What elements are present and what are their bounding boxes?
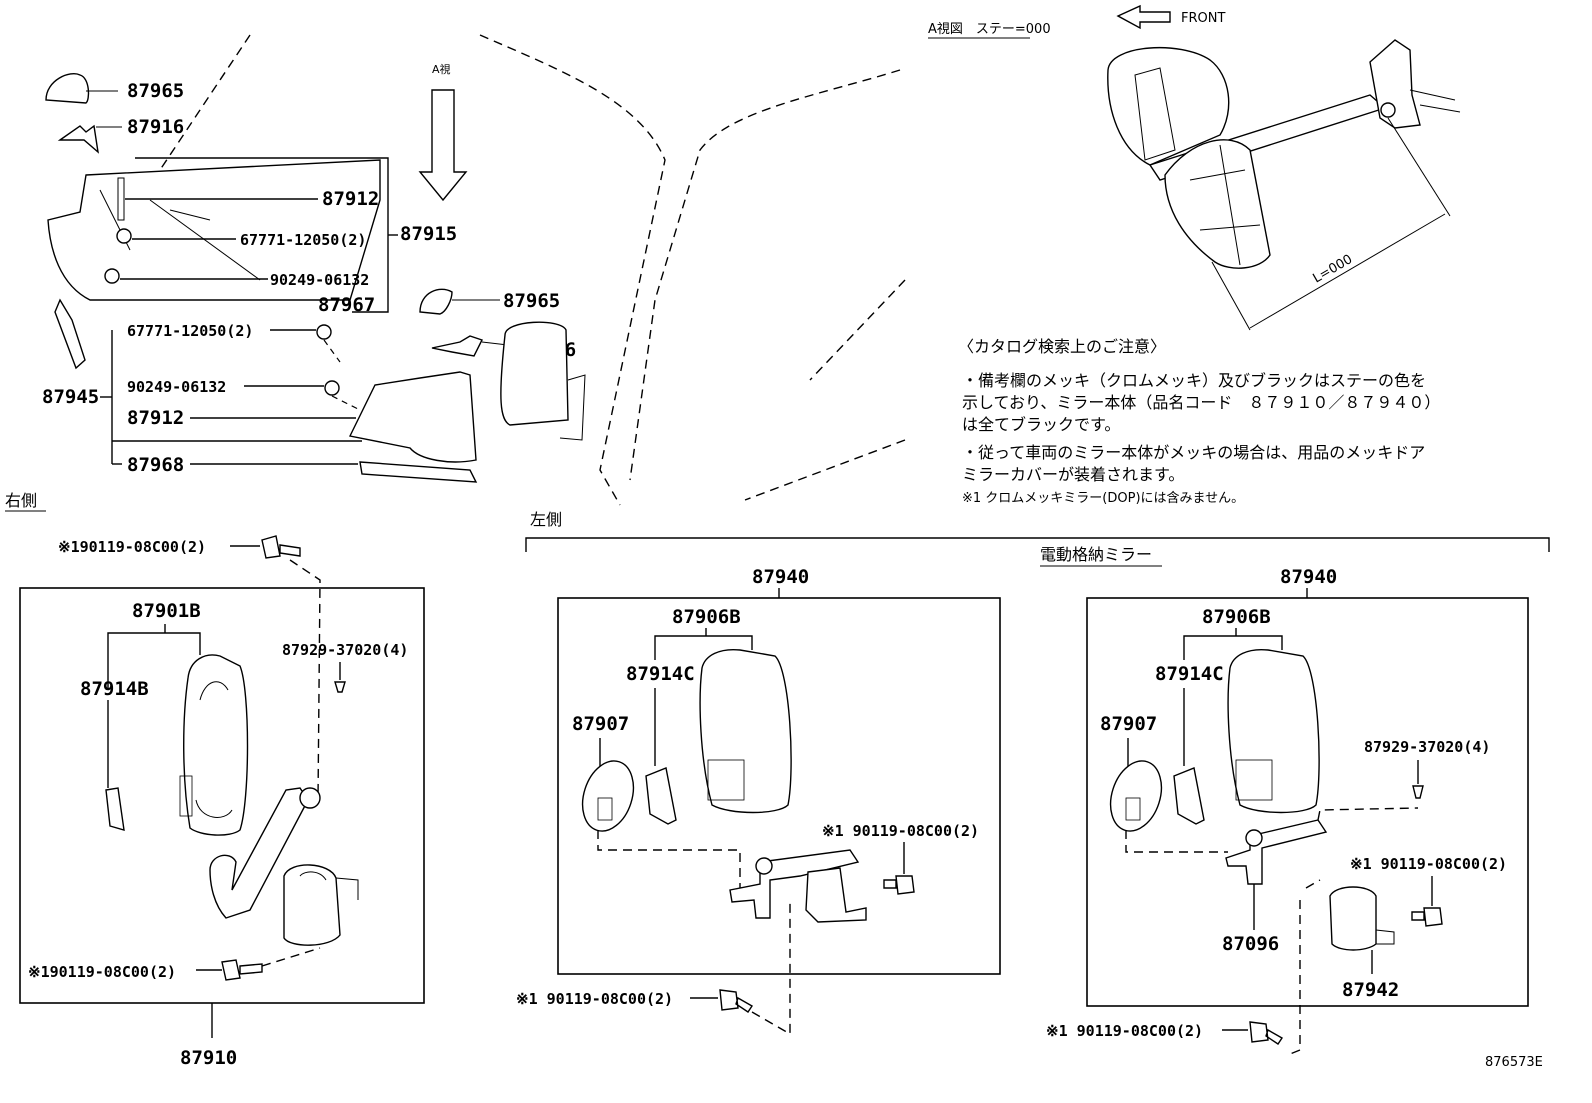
mirror-stay-part [1225,819,1328,885]
right-side-section: 右側 ※190119-08C00(2) 87901B 87914B 87929-… [5,491,425,1069]
mirror-cap-part [419,288,453,315]
mirror-cover-part [1173,767,1205,825]
mirror-cap-part [45,73,90,104]
label-87965-mid: 87965 [503,290,560,312]
mirror-glass-part [581,760,635,832]
label-87907-b: 87907 [1100,713,1157,735]
mirror-base-part [805,867,867,923]
notes-line-6: ※1 クロムメッキミラー(DOP)には含みません。 [962,490,1244,506]
label-87914b: 87914B [80,678,149,700]
view-a-arrow [418,89,468,202]
label-87906b-b: 87906B [1202,606,1271,628]
label-87929-b: 87929-37020(4) [1364,738,1490,756]
label-87912-top: 87912 [322,188,379,210]
length-label: L=000 [1311,252,1356,286]
rivet-part [316,324,332,340]
mirror-cover-part [645,767,677,825]
left-assembly-a: 87940 87906B 87914C 87907 ※1 90119-08C00… [516,566,1001,1036]
label-87965-top: 87965 [127,80,184,102]
mirror-body-part [1227,648,1320,814]
view-a-title: A視図 ステー=000 [928,22,1051,37]
label-87940-b: 87940 [1280,566,1337,588]
label-87914c-b: 87914C [1155,663,1224,685]
power-fold-label: 電動格納ミラー [1040,545,1152,564]
notes-line-3: は全てブラックです。 [962,415,1120,434]
mirror-lower-part [1164,139,1271,269]
label-87907-a: 87907 [572,713,629,735]
catalog-notes: 〈カタログ検索上のご注意〉 ・備考欄のメッキ（クロムメッキ）及びブラックはステー… [958,337,1440,506]
label-67771-mid: 67771-12050(2) [127,322,253,340]
mirror-base-part [283,864,341,946]
label-67771-top: 67771-12050(2) [240,231,366,249]
screw-part [324,380,340,396]
notes-line-4: ・従って車両のミラー本体がメッキの場合は、用品のメッキドア [962,443,1425,462]
view-a-arrow-label: A視 [432,62,451,76]
right-side-label: 右側 [5,491,37,510]
screw-part [104,268,120,284]
mirror-body-part [699,648,792,814]
top-mid-cluster: A視 87965 87916 67771-12050(2) 90249-0613… [42,62,586,483]
left-side-section: 左側 電動格納ミラー 87940 87906B 87914C 87907 ※1 … [516,510,1550,1055]
left-assembly-b: 87940 87906B 87914C 87907 87929-37020(4)… [1046,566,1529,1055]
top-left-cluster: 87965 87916 87912 87915 67771-12050(2) 9… [45,34,906,506]
label-87096: 87096 [1222,933,1279,955]
mirror-glass-part [1109,760,1163,832]
label-87940-a: 87940 [752,566,809,588]
label-87929-right: 87929-37020(4) [282,641,408,659]
mirror-stay-part [209,787,309,919]
bolt-label-inner-b: ※1 90119-08C00(2) [1350,855,1507,873]
bolt-part [221,959,263,981]
bolt-part [883,875,915,895]
label-87914c-a: 87914C [626,663,695,685]
bolt-part [1411,907,1443,927]
mirror-housing-part [47,159,381,301]
bolt-label-inner-a: ※1 90119-08C00(2) [822,822,979,840]
diagram-id: 876573E [1485,1055,1543,1070]
bolt-part [261,535,301,559]
notes-line-2: 示しており、ミラー本体（品名コード ８７９１０／８７９４０） [962,393,1440,412]
label-87916-top: 87916 [127,116,184,138]
bolt-label-bottom: ※190119-08C00(2) [28,963,176,981]
notes-line-1: ・備考欄のメッキ（クロムメッキ）及びブラックはステーの色を [962,371,1426,390]
label-90249-mid: 90249-06132 [127,378,226,396]
rivet-part [116,228,132,244]
label-87915: 87915 [400,223,457,245]
bolt-label-outer-b: ※1 90119-08C00(2) [1046,1022,1203,1040]
notes-title: 〈カタログ検索上のご注意〉 [958,337,1166,356]
clip-part [57,124,99,154]
label-87968: 87968 [127,454,184,476]
bolt-part [719,989,753,1013]
mirror-housing-part [500,321,569,426]
left-assembly-b-box [1086,597,1529,1007]
clip-part [431,335,483,357]
mirror-bracket-part [1369,39,1421,129]
left-side-label: 左側 [530,510,562,529]
label-90249-top: 90249-06132 [270,271,369,289]
view-a-detail: A視図 ステー=000 FRONT L=000 [928,4,1461,331]
mirror-body-part [183,654,249,836]
right-assembly-box [19,587,425,1004]
mirror-cover-part [348,371,477,463]
label-87912-mid: 87912 [127,407,184,429]
front-arrow [1116,4,1171,30]
notes-line-5: ミラーカバーが装着されます。 [962,465,1184,484]
label-87967: 87967 [318,294,375,316]
bolt-part [1249,1021,1283,1045]
label-87901b: 87901B [132,600,201,622]
bolt-label-top: ※190119-08C00(2) [58,538,206,556]
label-87906b-a: 87906B [672,606,741,628]
front-label: FRONT [1181,11,1225,26]
label-87942: 87942 [1342,979,1399,1001]
left-assembly-a-box [557,597,1001,975]
mirror-base-part [1329,886,1377,951]
bolt-label-outer-a: ※1 90119-08C00(2) [516,990,673,1008]
mirror-cover-part [105,787,125,831]
label-87945: 87945 [42,386,99,408]
mirror-head-part [1107,46,1230,166]
label-87910: 87910 [180,1047,237,1069]
